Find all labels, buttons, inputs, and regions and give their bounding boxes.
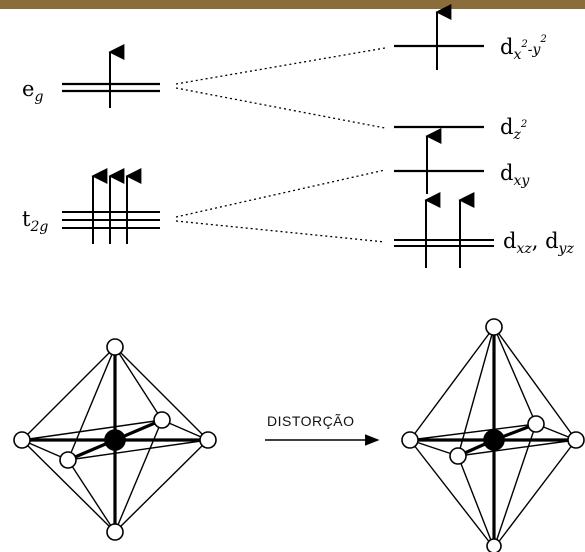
central-metal-atom xyxy=(483,429,505,451)
dxz-dyz-level xyxy=(394,239,494,247)
dx2y2-label: dx2-y2 xyxy=(500,34,547,63)
ligand-atom xyxy=(449,447,467,465)
ligand-atom xyxy=(13,431,31,449)
distortion-label: DISTORÇÃO xyxy=(267,413,354,429)
dxy-label: dxy xyxy=(500,161,530,189)
ligand-atom xyxy=(153,411,171,429)
t2g-label: t2g xyxy=(22,207,48,235)
top-border-bar xyxy=(0,0,585,9)
dz2-label: dz2 xyxy=(500,115,527,143)
eg-label: eg xyxy=(22,77,43,105)
ligand-atom xyxy=(567,431,585,449)
ligand-atom xyxy=(106,523,124,541)
regular-octahedron-atoms xyxy=(13,338,217,541)
ligand-atom xyxy=(401,431,419,449)
ligand-atom xyxy=(106,338,124,356)
distorted-octahedron xyxy=(408,325,578,550)
ligand-atom xyxy=(486,538,502,552)
ligand-atom xyxy=(485,318,503,336)
regular-octahedron xyxy=(20,345,210,534)
ligand-atom xyxy=(527,415,545,433)
correlation-lines xyxy=(175,47,386,243)
ligand-atom xyxy=(199,431,217,449)
dxz-dyz-label: dxz, dyz xyxy=(503,229,574,257)
distorted-octahedron-atoms xyxy=(401,318,585,552)
ligand-atom xyxy=(59,451,77,469)
central-metal-atom xyxy=(104,429,126,451)
